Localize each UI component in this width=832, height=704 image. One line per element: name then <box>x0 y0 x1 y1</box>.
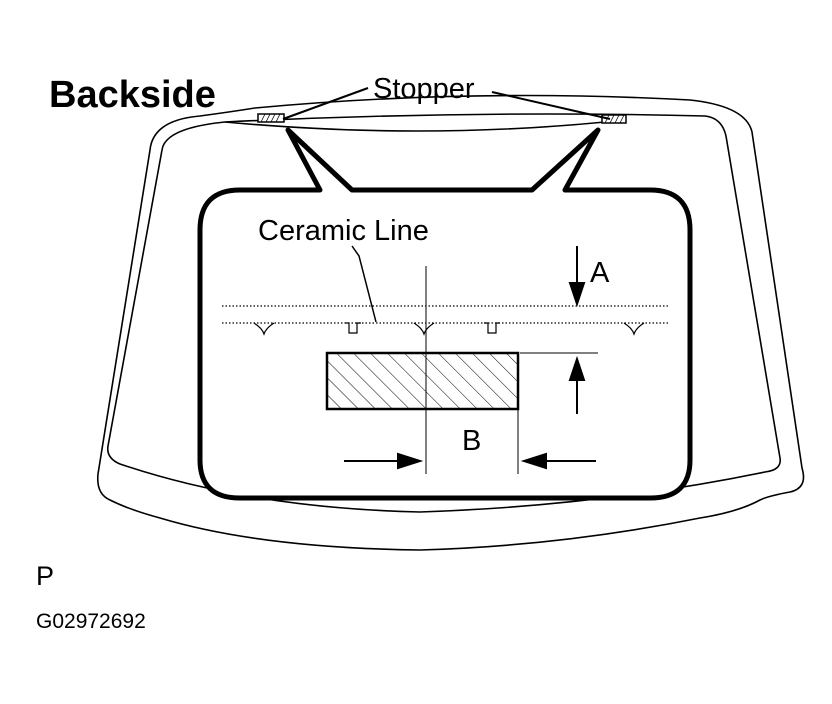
label-stopper: Stopper <box>373 73 475 105</box>
stopper-leader-right <box>491 91 611 120</box>
ceramic-marker-v1 <box>253 322 275 336</box>
ceramic-line-detail <box>222 305 668 336</box>
ceramic-marker-v2 <box>413 322 435 336</box>
label-figure-code: G02972692 <box>36 610 146 633</box>
windshield-outer-edge <box>96 94 805 551</box>
ceramic-marker-notch1 <box>345 322 361 334</box>
label-view-letter: P <box>36 561 54 591</box>
title-backside: Backside <box>49 74 216 116</box>
ceramic-marker-notch2 <box>484 322 500 334</box>
hatched-part <box>325 351 520 411</box>
label-dimension-b: B <box>462 425 481 457</box>
dimension-a <box>520 246 598 414</box>
stoppers <box>257 113 627 124</box>
detail-callout-frame <box>197 127 693 501</box>
ceramic-line-leader <box>351 245 377 323</box>
ceramic-band-line <box>224 121 606 132</box>
stopper-leader-left <box>282 87 369 120</box>
stopper-leaders <box>282 87 611 120</box>
label-dimension-a: A <box>590 257 610 289</box>
label-ceramic-line: Ceramic Line <box>258 215 429 247</box>
ceramic-marker-v3 <box>623 322 645 336</box>
dimension-b <box>344 410 596 474</box>
